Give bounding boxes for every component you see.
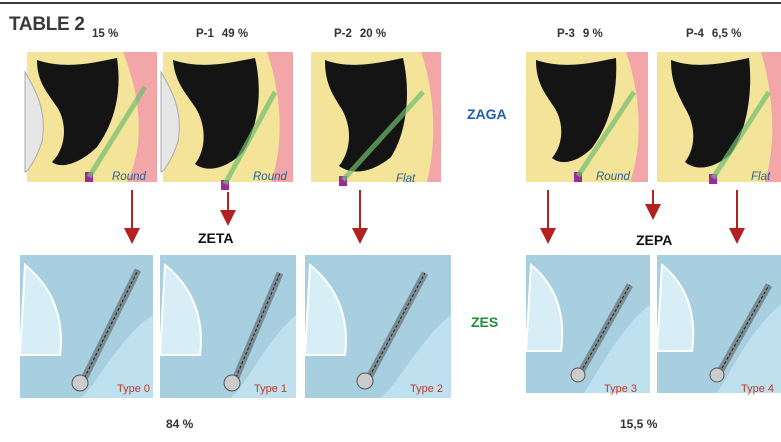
shape-label-0: Round [112, 171, 146, 183]
type-label-1: Type 1 [254, 383, 287, 395]
shape-label-2: Flat [396, 173, 415, 185]
type-label-4: Type 4 [741, 383, 774, 395]
type-label-3: Type 3 [604, 383, 637, 395]
group-label-zepa: ZEPA [636, 232, 672, 248]
zes-panel-2 [305, 255, 451, 398]
zes-panel-3 [526, 255, 650, 393]
zaga-panel-1 [161, 52, 293, 190]
shape-label-4: Flat [751, 171, 770, 183]
group-percent-zeta: 84 % [166, 417, 193, 431]
zes-panel-1 [160, 255, 296, 398]
shape-label-1: Round [253, 171, 287, 183]
row-label-zes: ZES [471, 314, 498, 330]
zaga-panel-2 [311, 52, 441, 186]
type-label-2: Type 2 [410, 383, 443, 395]
type-label-0: Type 0 [117, 383, 150, 395]
row-label-zaga: ZAGA [467, 106, 507, 122]
zes-panel-4 [657, 255, 781, 393]
zes-panel-0 [20, 255, 153, 398]
group-percent-zepa: 15,5 % [620, 417, 657, 431]
shape-label-3: Round [596, 171, 630, 183]
zaga-panel-0 [25, 52, 157, 182]
zaga-panel-4 [657, 52, 781, 184]
zaga-panel-3 [526, 52, 648, 182]
group-label-zeta: ZETA [198, 230, 234, 246]
